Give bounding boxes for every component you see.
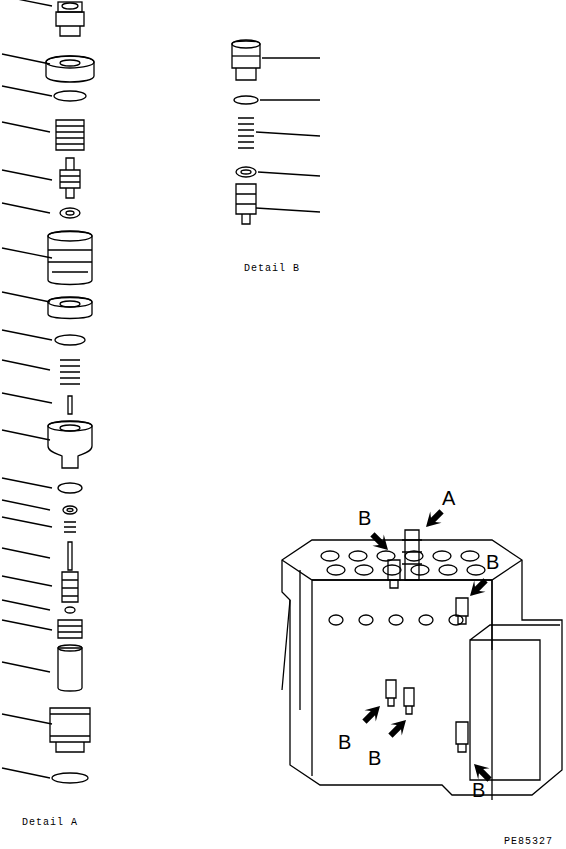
pointer-arrows (359, 506, 495, 785)
caption-label: PE85327 (504, 837, 553, 847)
valve-fittings (386, 530, 468, 752)
callout-letter: B (358, 508, 371, 528)
callout-letter: A (442, 488, 455, 508)
callout-letter: B (338, 732, 351, 752)
leader-lines (2, 0, 320, 778)
detail-b-parts (232, 40, 260, 224)
detail-a-parts (46, 2, 94, 783)
caption-label: Detail B (244, 264, 300, 274)
caption-label: Detail A (22, 818, 78, 828)
callout-letter: B (486, 552, 499, 572)
control-valve-body (282, 540, 562, 800)
callout-letter: B (472, 780, 485, 800)
port-holes (321, 551, 485, 625)
callout-letter: B (368, 748, 381, 768)
